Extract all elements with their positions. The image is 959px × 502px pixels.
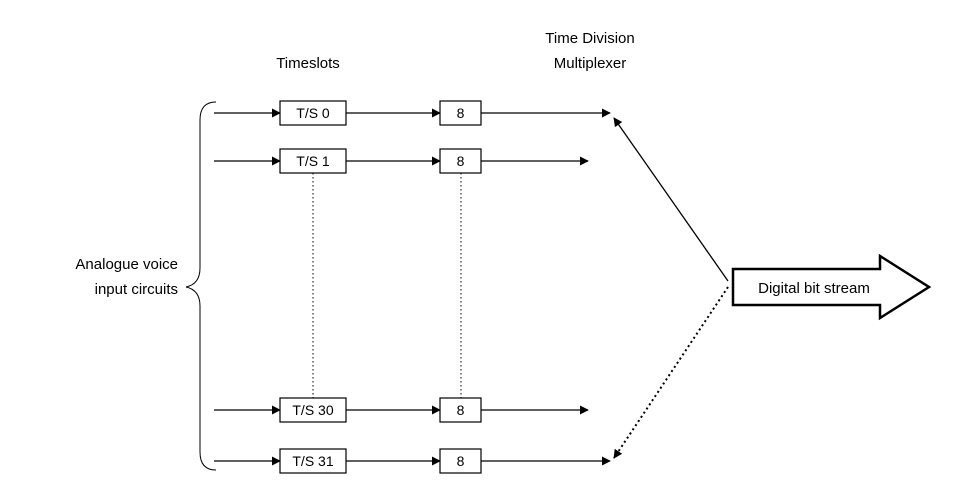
- bits-label: 8: [457, 153, 465, 169]
- timeslot-box: [279, 148, 347, 174]
- timeslot-row: T/S 31 8: [214, 448, 611, 474]
- digital-bit-stream-label: Digital bit stream: [758, 280, 870, 297]
- timeslot-box: [279, 448, 347, 474]
- timeslots-heading: Timeslots: [276, 55, 340, 72]
- input-label-line1: Analogue voice: [75, 256, 178, 273]
- input-brace: [185, 101, 217, 471]
- bits-label: 8: [457, 402, 465, 418]
- tdm-heading-line1: Time Division: [545, 30, 634, 47]
- bits-label: 8: [457, 453, 465, 469]
- mux-line-bottom: [613, 286, 729, 459]
- timeslot-row: T/S 30 8: [214, 397, 589, 423]
- input-label-line2: input circuits: [95, 281, 178, 298]
- timeslot-row: T/S 1 8: [214, 148, 589, 174]
- mux-line-top: [613, 117, 729, 282]
- timeslot-label: T/S 1: [296, 153, 330, 169]
- tdm-heading-line2: Multiplexer: [554, 55, 627, 72]
- timeslot-box: [279, 397, 347, 423]
- timeslot-row: T/S 0 8: [214, 100, 611, 126]
- digital-bit-stream-arrow: [731, 253, 932, 321]
- timeslot-label: T/S 30: [292, 402, 333, 418]
- timeslot-label: T/S 0: [296, 105, 330, 121]
- bits-label: 8: [457, 105, 465, 121]
- timeslot-label: T/S 31: [292, 453, 333, 469]
